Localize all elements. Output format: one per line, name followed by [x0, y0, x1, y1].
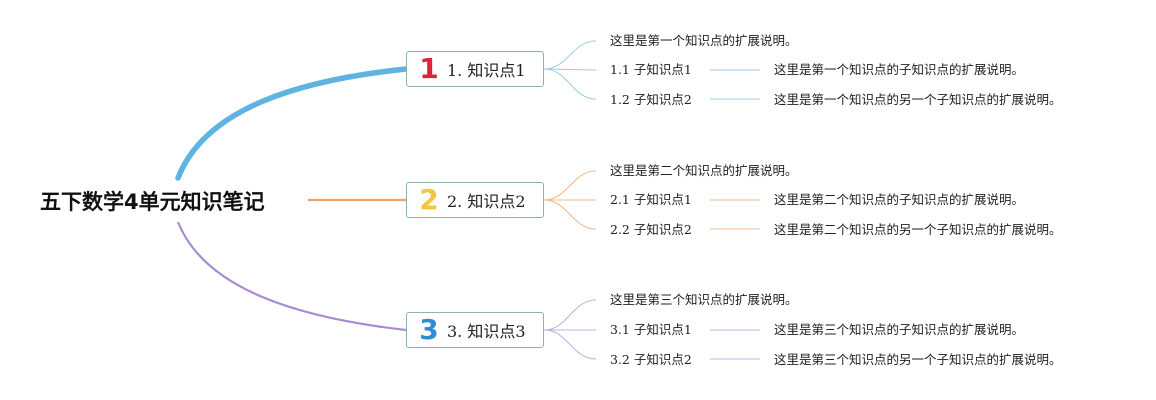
subtopic-3-1[interactable]: 3.1 子知识点1	[610, 322, 692, 337]
subtopic-1-2-note[interactable]: 这里是第一个知识点的另一个子知识点的扩展说明。	[774, 92, 1062, 107]
subtopic-3-1-note[interactable]: 这里是第三个知识点的子知识点的扩展说明。	[774, 322, 1025, 337]
root-topic[interactable]: 五下数学4单元知识笔记	[40, 190, 265, 214]
branch2-explain[interactable]: 这里是第二个知识点的扩展说明。	[610, 163, 798, 178]
branch2-fan	[543, 170, 760, 230]
branch-label: 2. 知识点2	[447, 192, 526, 211]
branch1-explain[interactable]: 这里是第一个知识点的扩展说明。	[610, 33, 798, 48]
subtopic-3-2[interactable]: 3.2 子知识点2	[610, 352, 692, 367]
number-2-icon: 2	[419, 183, 439, 216]
subtopic-2-1[interactable]: 2.1 子知识点1	[610, 192, 692, 207]
branch3-explain[interactable]: 这里是第三个知识点的扩展说明。	[610, 292, 798, 307]
subtopic-2-1-note[interactable]: 这里是第二个知识点的子知识点的扩展说明。	[774, 192, 1025, 207]
subtopic-1-1-note[interactable]: 这里是第一个知识点的子知识点的扩展说明。	[774, 62, 1025, 77]
branch-topic-3[interactable]: 3 3. 知识点3	[406, 312, 544, 348]
subtopic-1-2[interactable]: 1.2 子知识点2	[610, 92, 692, 107]
branch1-fan	[543, 40, 760, 100]
subtopic-3-2-note[interactable]: 这里是第三个知识点的另一个子知识点的扩展说明。	[774, 352, 1062, 367]
number-3-icon: 3	[419, 313, 439, 346]
branch3-fan	[543, 299, 760, 360]
subtopic-1-1[interactable]: 1.1 子知识点1	[610, 62, 692, 77]
subtopic-2-2[interactable]: 2.2 子知识点2	[610, 222, 692, 237]
connector-root-branch3	[176, 221, 407, 332]
branch-topic-1[interactable]: 1 1. 知识点1	[406, 51, 544, 87]
branch-label: 3. 知识点3	[447, 322, 526, 341]
subtopic-2-2-note[interactable]: 这里是第二个知识点的另一个子知识点的扩展说明。	[774, 222, 1062, 237]
number-1-icon: 1	[419, 52, 439, 85]
connector-root-branch1	[175, 66, 409, 181]
branch-topic-2[interactable]: 2 2. 知识点2	[406, 182, 544, 218]
branch-label: 1. 知识点1	[447, 61, 526, 80]
